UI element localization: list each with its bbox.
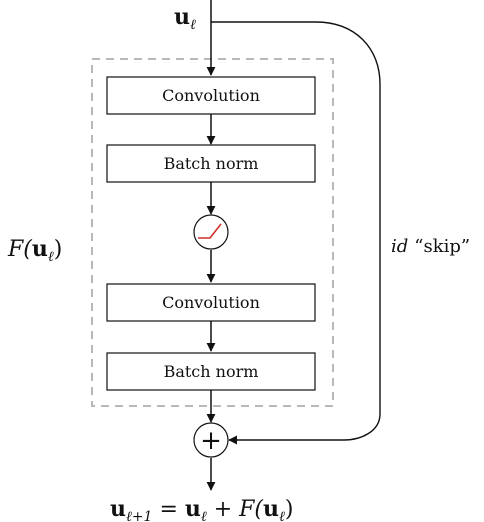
block-label: Batch norm xyxy=(164,154,259,173)
block-label: Convolution xyxy=(162,293,260,312)
output-label: uℓ+1 = uℓ + F(uℓ) xyxy=(110,496,293,522)
plus-symbol: + xyxy=(200,426,222,456)
residual-function-label: F(uℓ) xyxy=(7,236,62,265)
add-node: + xyxy=(193,422,229,458)
block-convolution-1: Convolution xyxy=(106,76,316,115)
skip-connection-path xyxy=(211,21,381,445)
relu-icon xyxy=(193,214,229,250)
block-label: Convolution xyxy=(162,86,260,105)
skip-label: id“skip” xyxy=(391,236,470,257)
input-label: uℓ xyxy=(174,4,196,33)
block-label: Batch norm xyxy=(164,362,259,381)
block-convolution-2: Convolution xyxy=(106,283,316,322)
block-batch-norm-1: Batch norm xyxy=(106,144,316,183)
block-batch-norm-2: Batch norm xyxy=(106,352,316,391)
